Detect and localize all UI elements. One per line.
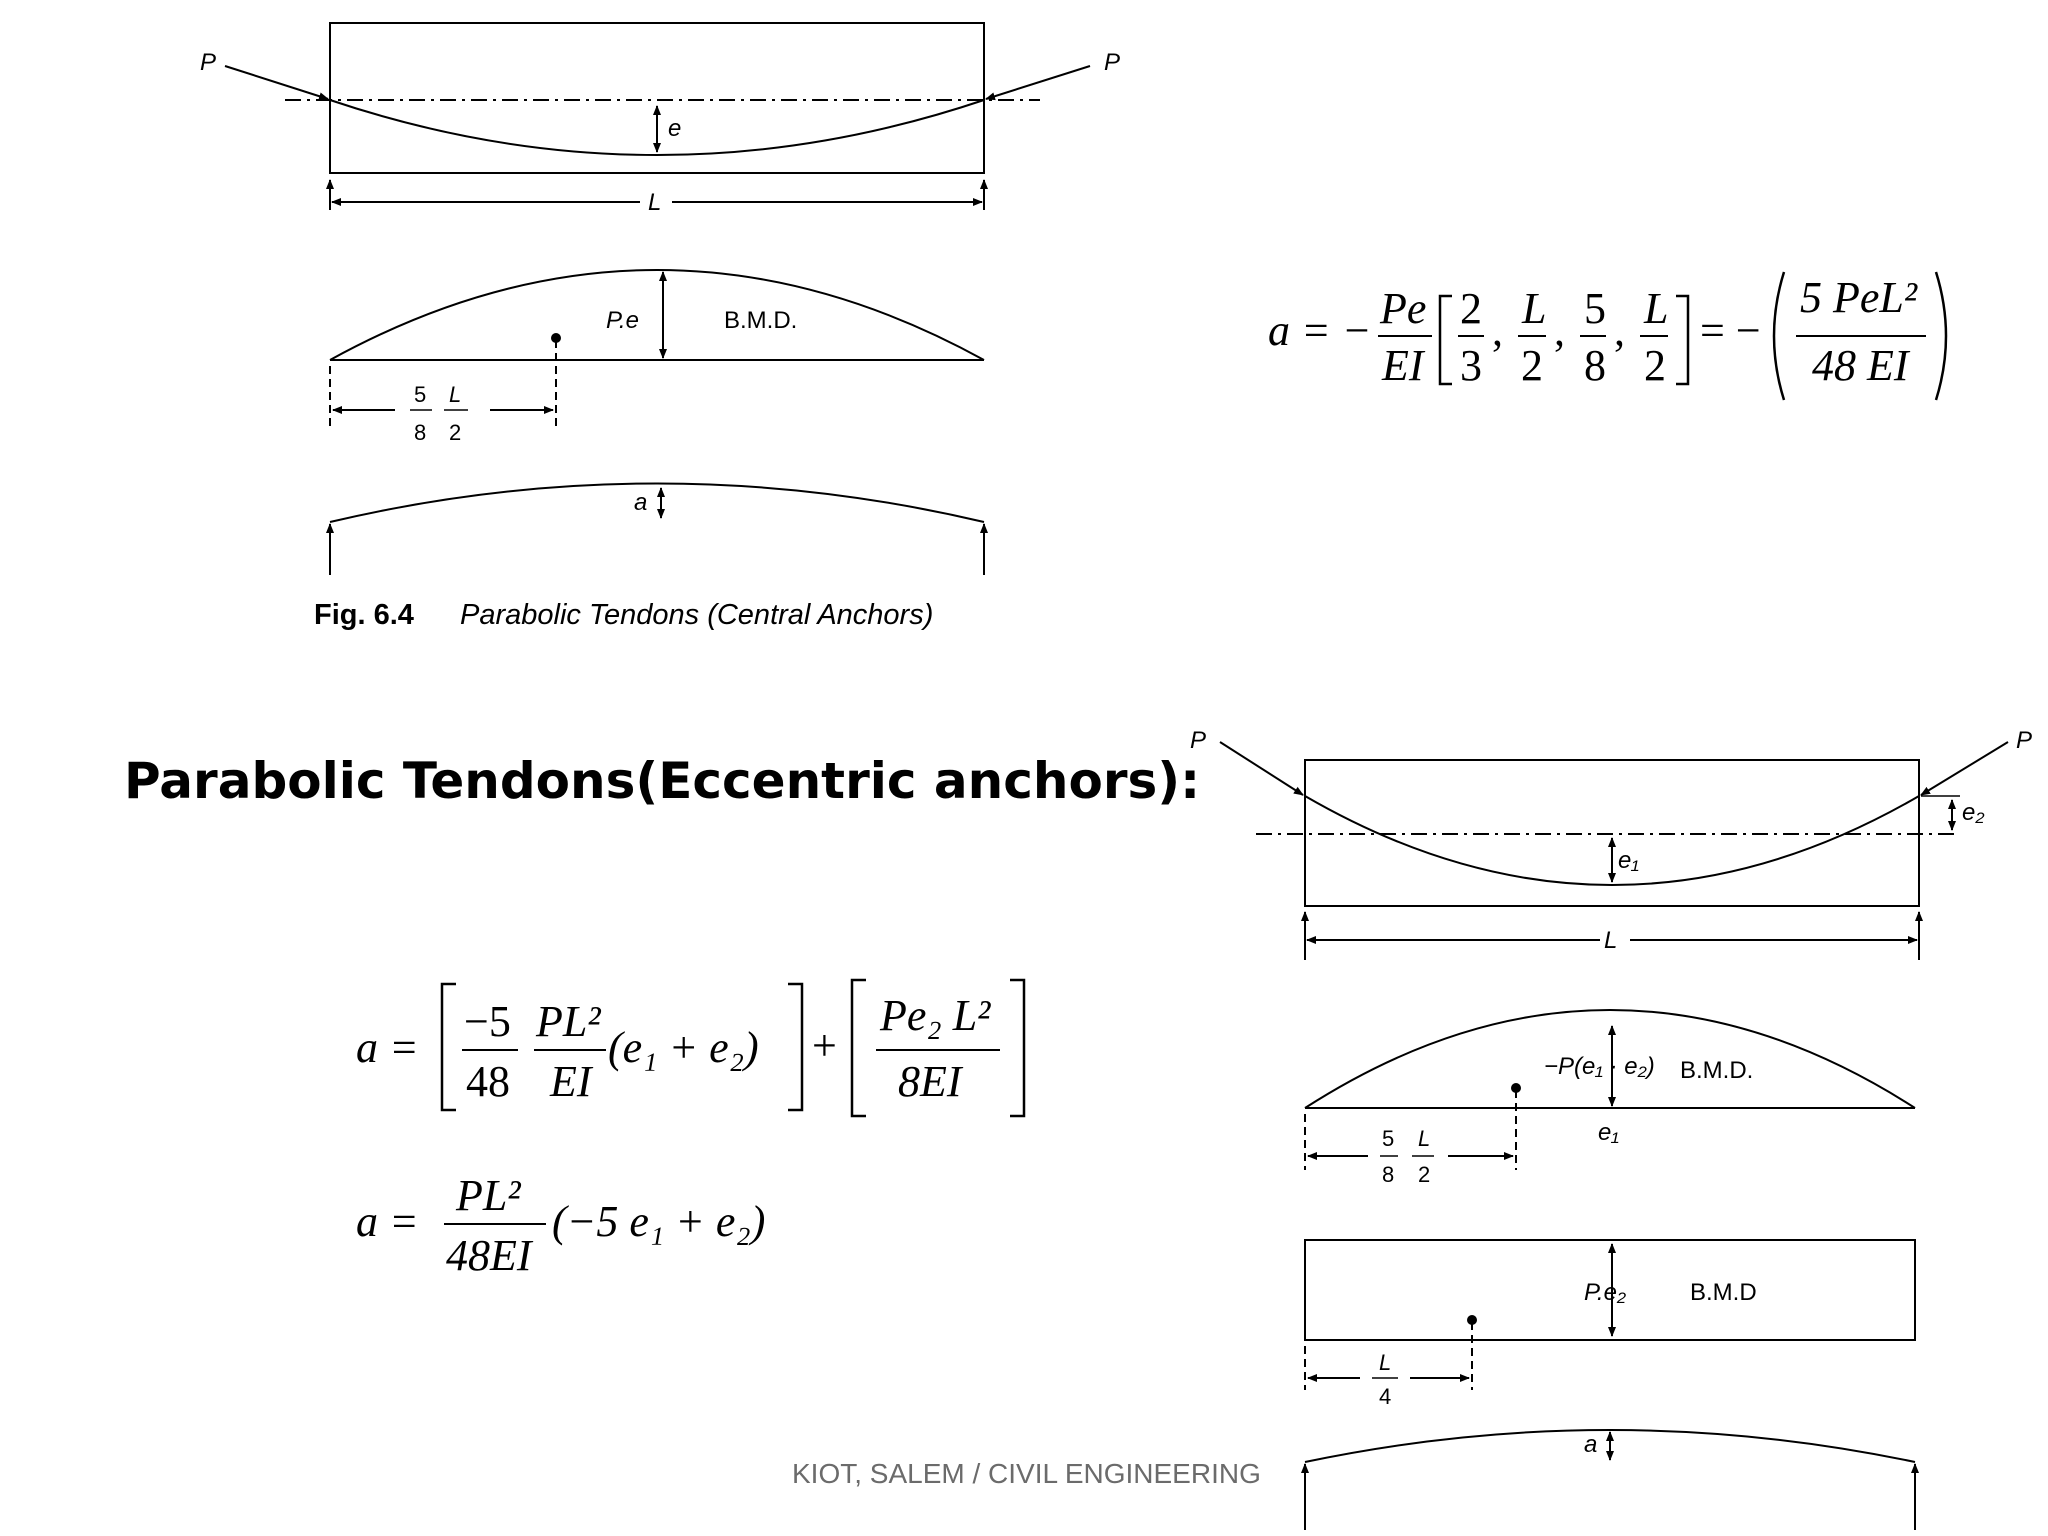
eq2-lhs: a = bbox=[356, 1023, 419, 1072]
eq1-lhs: a = − bbox=[1268, 306, 1371, 355]
load-arrow-left-1 bbox=[224, 65, 329, 101]
svg-text:,: , bbox=[1554, 306, 1565, 355]
label-bmd-moment-3: P.e₂ bbox=[1584, 1279, 1626, 1306]
eq2-f2-num: PL² bbox=[535, 997, 601, 1046]
eq3-paren: (−5 e₁ + e₂) bbox=[552, 1197, 765, 1246]
label-span-2: L bbox=[1604, 927, 1617, 954]
equation-eccentric-2: a = PL² 48EI (−5 e₁ + e₂) bbox=[356, 1171, 765, 1280]
beam-1 bbox=[329, 22, 985, 174]
equation-central-anchors: a = − Pe EI 2 3 , L 2 , 5 8 , L 2 = − 5 … bbox=[1268, 271, 1948, 401]
eq1-t1-num: 2 bbox=[1460, 284, 1482, 333]
eq1-t3-den: 8 bbox=[1584, 341, 1606, 390]
eq2-f1-den: 48 bbox=[466, 1057, 510, 1106]
eq1-t1-den: 3 bbox=[1460, 341, 1482, 390]
figure-central-anchors bbox=[224, 22, 1091, 575]
section-heading: Parabolic Tendons(Eccentric anchors): bbox=[124, 752, 1201, 810]
frac3-l: L bbox=[1379, 1350, 1391, 1375]
eq1-r-den: 48 EI bbox=[1812, 341, 1911, 390]
bmd-curve-2 bbox=[1304, 1009, 1916, 1109]
eq3-lhs: a = bbox=[356, 1197, 419, 1246]
label-bmd-2: B.M.D. bbox=[1680, 1057, 1753, 1084]
caption-title: Parabolic Tendons (Central Anchors) bbox=[460, 599, 933, 631]
eq1-mid: = − bbox=[1700, 306, 1761, 355]
eq1-t2-den: 2 bbox=[1521, 341, 1543, 390]
eq2-plus: + bbox=[812, 1021, 837, 1070]
eq1-f1-num: Pe bbox=[1379, 284, 1426, 333]
caption-number: Fig. 6.4 bbox=[314, 599, 414, 631]
frac2-l: L bbox=[1418, 1126, 1430, 1151]
label-p-left-1: P bbox=[200, 49, 216, 76]
eq3-f-num: PL² bbox=[455, 1171, 521, 1220]
eq1-r-num: 5 PeL² bbox=[1800, 273, 1918, 322]
frac-5: 5 bbox=[414, 382, 426, 407]
tendon-profile-1 bbox=[329, 99, 985, 156]
eq1-t2-num: L bbox=[1521, 284, 1546, 333]
frac3-4: 4 bbox=[1379, 1384, 1391, 1409]
svg-text:,: , bbox=[1492, 306, 1503, 355]
footer-text: KIOT, SALEM / CIVIL ENGINEERING bbox=[792, 1458, 1261, 1489]
eq2-f2-den: EI bbox=[549, 1057, 594, 1106]
eq1-t3-num: 5 bbox=[1584, 284, 1606, 333]
svg-text:,: , bbox=[1614, 306, 1625, 355]
tendon-profile-2 bbox=[1304, 795, 1920, 886]
label-a-1: a bbox=[634, 489, 647, 516]
label-e-1: e bbox=[668, 115, 681, 142]
frac-l: L bbox=[449, 382, 461, 407]
load-arrow-right-1 bbox=[985, 65, 1091, 101]
eq2-f3-num: Pe₂ L² bbox=[879, 991, 991, 1040]
label-bmd-moment-1: P.e bbox=[606, 307, 639, 334]
eq1-f1-den: EI bbox=[1381, 341, 1426, 390]
equation-eccentric-1: a = −5 48 PL² EI (e₁ + e₂) + Pe₂ L² 8EI bbox=[356, 978, 1026, 1118]
eq2-paren: (e₁ + e₂) bbox=[608, 1023, 759, 1072]
label-e1: e₁ bbox=[1618, 847, 1639, 874]
frac-2: 2 bbox=[449, 420, 461, 445]
label-span-1: L bbox=[648, 189, 661, 216]
label-bmd-3: B.M.D bbox=[1690, 1279, 1757, 1306]
label-bmd-sub-2: e₁ bbox=[1598, 1119, 1619, 1146]
label-p-left-2: P bbox=[1190, 727, 1206, 754]
load-arrow-right-2 bbox=[1920, 741, 2009, 796]
label-bmd-1: B.M.D. bbox=[724, 307, 797, 334]
frac-8: 8 bbox=[414, 420, 426, 445]
label-e2: e₂ bbox=[1962, 799, 1985, 826]
eq3-f-den: 48EI bbox=[446, 1231, 534, 1280]
load-arrow-left-2 bbox=[1219, 741, 1304, 796]
label-bmd-moment-2: −P(e₁ · e₂) bbox=[1544, 1053, 1655, 1080]
label-a-2: a bbox=[1584, 1431, 1597, 1458]
eq2-f3-den: 8EI bbox=[898, 1057, 964, 1106]
figure-eccentric-anchors bbox=[1219, 741, 2009, 1530]
frac2-2: 2 bbox=[1418, 1162, 1430, 1187]
figure-eccentric-anchors-labels: P P e₁ e₂ L −P(e₁ · e₂) B.M.D. e₁ 5 8 L … bbox=[1190, 727, 2032, 1458]
deflected-shape-2 bbox=[1304, 1429, 1916, 1463]
figure-central-anchors-labels: P P e L P.e B.M.D. 5 8 L 2 a Fig. 6.4 Pa… bbox=[200, 49, 1120, 631]
eq2-f1-num: −5 bbox=[464, 997, 511, 1046]
bmd-curve-1 bbox=[329, 269, 985, 361]
eq1-t4-den: 2 bbox=[1644, 341, 1666, 390]
bmd-rect-3 bbox=[1304, 1239, 1916, 1341]
frac2-5: 5 bbox=[1382, 1126, 1394, 1151]
frac2-8: 8 bbox=[1382, 1162, 1394, 1187]
label-p-right-1: P bbox=[1104, 49, 1120, 76]
label-p-right-2: P bbox=[2016, 727, 2032, 754]
eq1-t4-num: L bbox=[1643, 284, 1668, 333]
deflected-shape-1 bbox=[329, 482, 985, 523]
